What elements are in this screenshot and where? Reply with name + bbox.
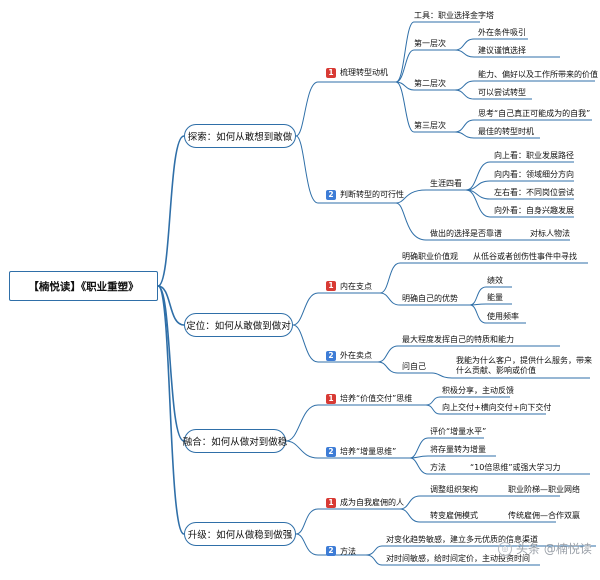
badge-fuse-2: 2 xyxy=(326,447,336,457)
branch-explore: 探索：如何从敢想到敢做 xyxy=(184,124,296,148)
layer1-item-1: 外在条件吸引 xyxy=(478,28,526,37)
explore-four-views: 生涯四看 xyxy=(430,179,462,188)
badge-fuse-1: 1 xyxy=(326,394,336,404)
explore-layer3: 第三层次 xyxy=(414,121,446,130)
position-outer: 外在卖点 xyxy=(340,351,372,360)
strength-energy: 能量 xyxy=(487,293,503,302)
upgrade-employ-tip: 传统雇佣—合作双赢 xyxy=(508,511,580,520)
fuse-method: 方法 xyxy=(430,463,446,472)
view-out: 向外看：自身兴趣发展 xyxy=(494,206,574,215)
position-ask: 问自己 xyxy=(402,362,426,371)
badge-explore-2: 2 xyxy=(326,190,336,200)
fuse-increment: 培养“增量思维” xyxy=(340,447,397,456)
layer2-item-1: 能力、偏好以及工作所带来的价值 xyxy=(478,70,598,79)
position-max-play: 最大程度发挥自己的特质和能力 xyxy=(402,335,514,344)
fuse-share: 积极分享，主动反馈 xyxy=(442,386,514,395)
fuse-method-tip: “10倍思维”或强大学习力 xyxy=(470,463,561,472)
badge-explore-1: 1 xyxy=(326,68,336,78)
branch-fuse: 融合：如何从做对到做稳 xyxy=(183,429,287,453)
upgrade-self-employed: 成为自我雇佣的人 xyxy=(340,498,404,507)
badge-upgrade-2: 2 xyxy=(326,546,336,556)
layer1-item-2: 建议谨慎选择 xyxy=(478,46,526,55)
explore-layer2: 第二层次 xyxy=(414,79,446,88)
explore-tool: 工具：职业选择金字塔 xyxy=(414,11,494,20)
position-values: 明确职业价值观 xyxy=(402,252,458,261)
position-values-tip: 从低谷或者创伤性事件中寻找 xyxy=(473,252,577,261)
strength-frequency: 使用频率 xyxy=(487,312,519,321)
explore-motivation: 梳理转型动机 xyxy=(340,68,388,77)
upgrade-org-tip: 职业阶梯—职业网络 xyxy=(508,485,580,494)
badge-position-2: 2 xyxy=(326,351,336,361)
ask-line-1: 我能为什么客户，提供什么服务，带来 xyxy=(456,356,592,365)
fuse-evaluate: 评价“增量水平” xyxy=(430,427,487,436)
watermark-text: 头条 @楠悦读 xyxy=(516,542,592,556)
explore-layer1: 第一层次 xyxy=(414,39,446,48)
upgrade-method-2: 对时间敏感，给时间定价，主动投资时间 xyxy=(386,554,530,563)
upgrade-method-1: 对变化趋势敏感，建立多元优质的信息渠道 xyxy=(386,535,538,544)
layer2-item-2: 可以尝试转型 xyxy=(478,88,526,97)
view-in: 向内看：领域细分方向 xyxy=(494,170,574,179)
layer3-item-1: 思考“自己真正可能成为的自我” xyxy=(478,109,591,118)
watermark: ◎ 头条 @楠悦读 xyxy=(498,540,592,557)
explore-reliable: 做出的选择是否靠谱 xyxy=(430,229,502,238)
ask-line-2: 什么贡献、影响或价值 xyxy=(456,366,536,375)
badge-position-1: 1 xyxy=(326,281,336,291)
position-inner: 内在支点 xyxy=(340,282,372,291)
fuse-deliver: 向上交付+横向交付+向下交付 xyxy=(442,403,552,412)
fuse-value-delivery: 培养“价值交付”思维 xyxy=(340,394,413,403)
branch-position: 定位：如何从敢做到做对 xyxy=(184,313,293,337)
fuse-convert: 将存量转为增量 xyxy=(430,445,486,454)
upgrade-method: 方法 xyxy=(340,547,356,556)
view-up: 向上看：职业发展路径 xyxy=(494,151,574,160)
upgrade-org: 调整组织架构 xyxy=(430,485,478,494)
badge-upgrade-1: 1 xyxy=(326,498,336,508)
explore-feasibility: 判断转型的可行性 xyxy=(340,190,404,199)
root-topic: 【楠悦读】《职业重塑》 xyxy=(9,271,158,301)
watermark-icon: ◎ xyxy=(498,541,512,556)
upgrade-employ: 转变雇佣模式 xyxy=(430,511,478,520)
explore-benchmark: 对标人物法 xyxy=(530,229,570,238)
branch-upgrade: 升级：如何从做稳到做强 xyxy=(184,522,296,546)
view-side: 左右看：不同岗位尝试 xyxy=(494,188,574,197)
layer3-item-2: 最佳的转型时机 xyxy=(478,127,534,136)
position-strengths: 明确自己的优势 xyxy=(402,294,458,303)
strength-performance: 绩效 xyxy=(487,276,503,285)
